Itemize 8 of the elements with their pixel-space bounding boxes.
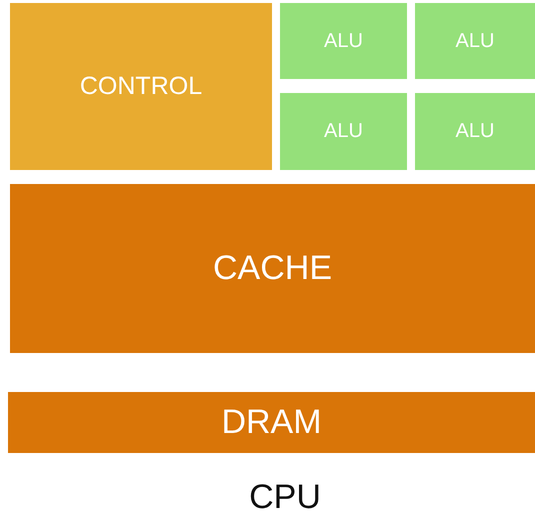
dram-block: DRAM xyxy=(8,392,535,453)
control-unit-block: CONTROL xyxy=(10,3,272,170)
alu-block: ALU xyxy=(415,3,535,79)
cache-block: CACHE xyxy=(10,184,535,353)
alu-block: ALU xyxy=(415,93,535,170)
alu-block: ALU xyxy=(280,93,407,170)
alu-block: ALU xyxy=(280,3,407,79)
caption: CPU xyxy=(248,478,322,517)
